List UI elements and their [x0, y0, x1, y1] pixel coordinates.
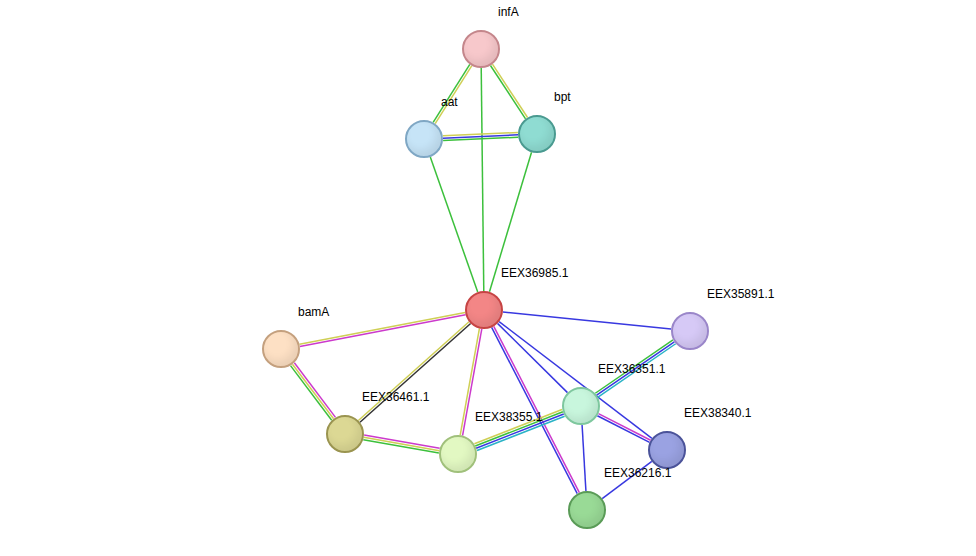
evidence-line — [481, 68, 484, 291]
node-circle — [648, 431, 686, 469]
node-label: aat — [441, 95, 458, 109]
node-label: EEX38355.1 — [475, 410, 542, 424]
node-label: bamA — [298, 305, 329, 319]
evidence-line — [582, 425, 586, 491]
evidence-line — [598, 344, 676, 397]
interaction-edge — [582, 425, 586, 491]
interaction-edge — [363, 435, 439, 453]
evidence-line — [294, 363, 335, 418]
protein-node: bpt — [518, 115, 556, 153]
evidence-line — [430, 157, 477, 292]
evidence-line — [597, 342, 675, 395]
node-circle — [562, 387, 600, 425]
evidence-line — [435, 66, 472, 124]
evidence-line — [364, 437, 440, 450]
interaction-edge — [490, 64, 527, 119]
evidence-line — [292, 364, 333, 419]
protein-node: aat — [405, 120, 443, 158]
protein-node: EEX38340.1 — [648, 431, 686, 469]
protein-node: bamA — [262, 330, 300, 368]
protein-node: EEX35891.1 — [671, 312, 709, 350]
protein-node: EEX36985.1 — [465, 291, 503, 329]
interaction-edge — [481, 68, 484, 291]
evidence-line — [597, 416, 649, 443]
node-label: EEX38340.1 — [684, 406, 751, 420]
node-label: EEX35891.1 — [707, 287, 774, 301]
interaction-edge — [291, 363, 336, 421]
evidence-line — [443, 137, 518, 140]
node-label: EEX36985.1 — [501, 266, 568, 280]
evidence-line — [490, 66, 525, 119]
node-circle — [439, 435, 477, 473]
node-label: infA — [498, 5, 519, 19]
evidence-line — [474, 410, 562, 444]
evidence-line — [492, 64, 527, 117]
node-circle — [518, 115, 556, 153]
evidence-line — [595, 340, 673, 393]
interaction-edge — [443, 132, 518, 140]
evidence-line — [363, 440, 439, 453]
evidence-line — [598, 414, 650, 441]
node-label: EEX36461.1 — [362, 390, 429, 404]
evidence-line — [433, 64, 470, 122]
interaction-edge — [503, 312, 671, 329]
node-label: EEX36351.1 — [598, 362, 665, 376]
evidence-line — [503, 312, 671, 329]
node-label: bpt — [554, 90, 571, 104]
interaction-edge — [358, 322, 470, 422]
interaction-edge — [595, 340, 675, 397]
interaction-edge — [433, 64, 472, 123]
node-circle — [465, 291, 503, 329]
interaction-edge — [474, 410, 564, 451]
node-circle — [405, 120, 443, 158]
interaction-edge — [430, 157, 477, 292]
protein-node: infA — [462, 30, 500, 68]
interaction-edge — [597, 414, 650, 443]
node-circle — [671, 312, 709, 350]
node-circle — [262, 330, 300, 368]
node-label: EEX36216.1 — [604, 466, 671, 480]
protein-node: EEX36216.1 — [568, 491, 606, 529]
evidence-line — [291, 366, 332, 421]
evidence-line — [300, 315, 466, 347]
protein-node: EEX36351.1 — [562, 387, 600, 425]
node-circle — [326, 415, 364, 453]
protein-node: EEX38355.1 — [439, 435, 477, 473]
node-circle — [462, 30, 500, 68]
evidence-line — [360, 324, 471, 423]
evidence-line — [358, 322, 469, 421]
node-circle — [568, 491, 606, 529]
protein-node: EEX36461.1 — [326, 415, 364, 453]
